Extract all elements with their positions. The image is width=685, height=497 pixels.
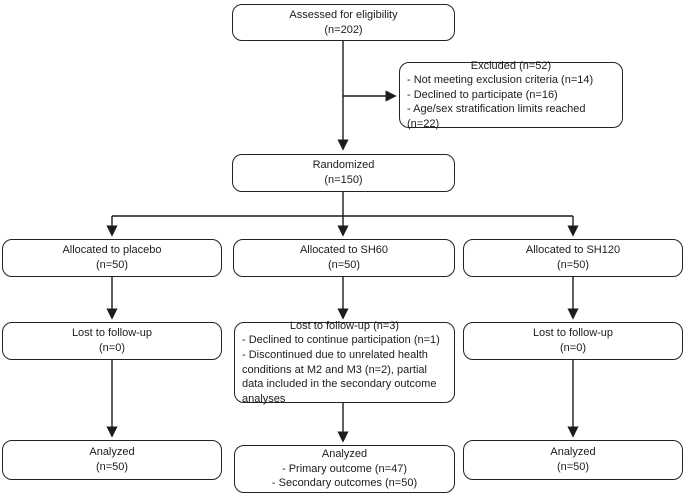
lost-placebo-box: Lost to follow-up (n=0) (2, 322, 222, 360)
analyzed-placebo-label: Analyzed (89, 446, 135, 459)
allocated-placebo-label: Allocated to placebo (62, 244, 162, 257)
randomized-label: Randomized (312, 159, 375, 172)
excluded-box: Excluded (n=52) - Not meeting exclusion … (399, 59, 623, 130)
lost-sh120-label: Lost to follow-up (532, 327, 614, 340)
excluded-item: - Age/sex stratification limits reached … (407, 103, 586, 130)
lost-sh120-box: Lost to follow-up (n=0) (463, 322, 683, 360)
analyzed-sh60-item: - Primary outcome (n=47) (281, 462, 407, 475)
allocated-sh120-count: (n=50) (556, 259, 590, 271)
allocated-sh120-box: Allocated to SH120 (n=50) (463, 239, 683, 277)
analyzed-sh60-title: Analyzed (321, 448, 368, 461)
analyzed-sh120-count: (n=50) (556, 461, 590, 473)
excluded-item: - Declined to participate (n=16) (407, 88, 558, 101)
allocated-sh120-label: Allocated to SH120 (525, 244, 621, 257)
analyzed-sh60-item: - Secondary outcomes (n=50) (271, 477, 418, 490)
lost-sh120-count: (n=0) (560, 342, 586, 354)
analyzed-placebo-count: (n=50) (95, 461, 129, 473)
allocated-placebo-count: (n=50) (95, 259, 129, 271)
lost-sh60-item: - Discontinued due to unrelated health c… (242, 348, 437, 405)
lost-sh60-title: Lost to follow-up (n=3) (289, 319, 400, 332)
allocated-placebo-box: Allocated to placebo (n=50) (2, 239, 222, 277)
analyzed-placebo-box: Analyzed (n=50) (2, 440, 222, 480)
analyzed-sh120-box: Analyzed (n=50) (463, 440, 683, 480)
lost-placebo-count: (n=0) (99, 342, 125, 354)
lost-sh60-item: - Declined to continue participation (n=… (242, 334, 440, 347)
assessed-label: Assessed for eligibility (289, 8, 398, 21)
lost-sh60-box: Lost to follow-up (n=3) - Declined to co… (234, 319, 455, 405)
lost-placebo-label: Lost to follow-up (71, 327, 153, 340)
assessed-box: Assessed for eligibility (n=202) (232, 4, 455, 41)
allocated-sh60-box: Allocated to SH60 (n=50) (233, 239, 455, 277)
analyzed-sh120-label: Analyzed (550, 446, 596, 459)
excluded-title: Excluded (n=52) (470, 59, 552, 72)
allocated-sh60-count: (n=50) (327, 259, 361, 271)
randomized-box: Randomized (n=150) (232, 154, 455, 192)
randomized-count: (n=150) (324, 174, 363, 186)
allocated-sh60-label: Allocated to SH60 (299, 244, 389, 257)
excluded-item: - Not meeting exclusion criteria (n=14) (407, 74, 594, 87)
assessed-count: (n=202) (324, 23, 363, 36)
analyzed-sh60-box: Analyzed - Primary outcome (n=47) - Seco… (234, 445, 455, 493)
